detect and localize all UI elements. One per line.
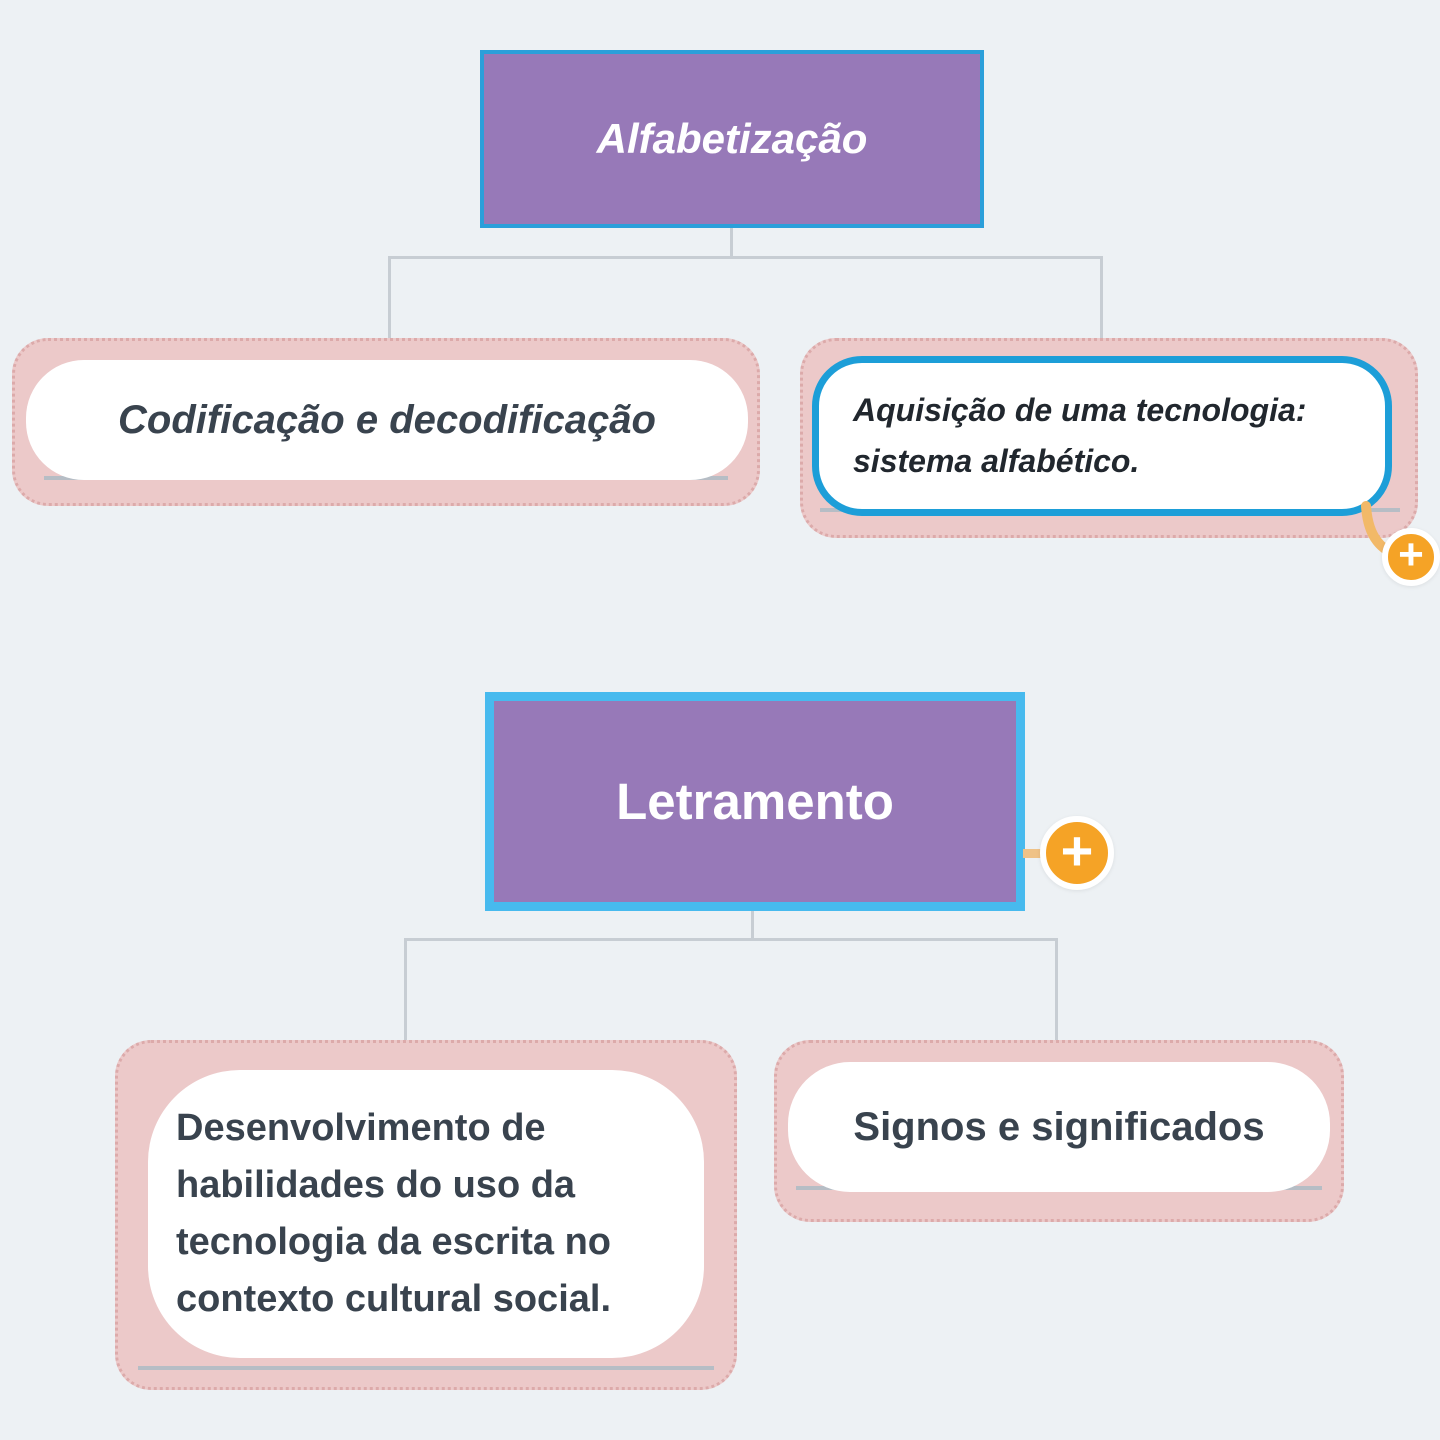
add-child-link-letramento bbox=[1023, 849, 1049, 858]
node-aquisicao-label: Aquisição de uma tecnologia: sistema alf… bbox=[853, 391, 1307, 479]
connector-letramento-stem bbox=[751, 909, 754, 940]
node-desenvolvimento-label: Desenvolvimento de habilidades do uso da… bbox=[176, 1107, 611, 1320]
add-child-button-letramento[interactable]: + bbox=[1040, 816, 1114, 890]
add-child-button-aquisicao[interactable]: + bbox=[1382, 528, 1440, 586]
topic-letramento[interactable]: Letramento bbox=[485, 692, 1025, 911]
node-codificacao[interactable]: Codificação e decodificação bbox=[26, 360, 748, 480]
connector-alfabetizacao-stem bbox=[730, 228, 733, 258]
topic-letramento-label: Letramento bbox=[616, 773, 894, 830]
connector-drop-aquisicao bbox=[1100, 256, 1103, 352]
connector-drop-signos bbox=[1055, 938, 1058, 1050]
plus-icon: + bbox=[1060, 819, 1094, 882]
topic-alfabetizacao-label: Alfabetização bbox=[596, 115, 868, 162]
node-aquisicao[interactable]: Aquisição de uma tecnologia: sistema alf… bbox=[812, 356, 1392, 516]
node-signos-label: Signos e significados bbox=[853, 1104, 1265, 1149]
plus-icon: + bbox=[1398, 530, 1424, 579]
baseline-desenvolvimento bbox=[138, 1366, 714, 1370]
connector-alfabetizacao-cross bbox=[388, 256, 1103, 259]
node-signos[interactable]: Signos e significados bbox=[788, 1062, 1330, 1192]
connector-drop-desenvolvimento bbox=[404, 938, 407, 1050]
node-desenvolvimento[interactable]: Desenvolvimento de habilidades do uso da… bbox=[148, 1070, 704, 1358]
node-codificacao-label: Codificação e decodificação bbox=[118, 397, 656, 442]
connector-letramento-cross bbox=[404, 938, 1058, 941]
topic-alfabetizacao[interactable]: Alfabetização bbox=[480, 50, 984, 228]
connector-drop-codificacao bbox=[388, 256, 391, 350]
